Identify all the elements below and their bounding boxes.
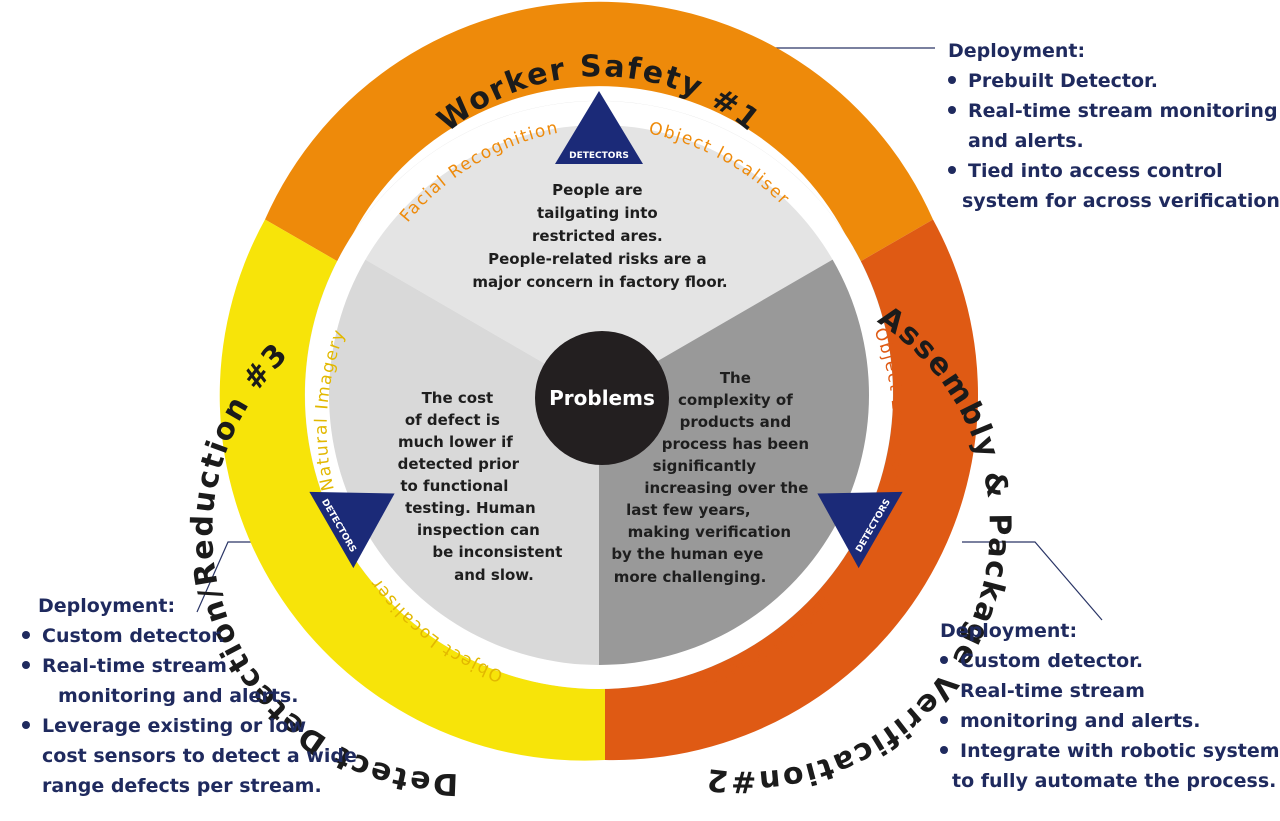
deployment-item: Integrate with robotic system	[940, 736, 1280, 766]
deployment-item: to fully automate the process.	[952, 770, 1277, 792]
detector-label: DETECTORS	[569, 151, 629, 161]
deployment-item: cost sensors to detect a wide	[42, 745, 357, 767]
deployment-item: and alerts.	[968, 130, 1084, 152]
deployment-item: Prebuilt Detector.	[948, 66, 1280, 96]
deployment-item: Leverage existing or low	[22, 711, 357, 741]
problem-text-defect: The cost of defect is much lower if dete…	[398, 389, 568, 584]
leader-line-assembly	[962, 541, 1103, 621]
deployment-item: monitoring and alerts.	[940, 706, 1280, 736]
deployment-assembly: Deployment: Custom detector. Real-time s…	[940, 616, 1280, 796]
deployment-item: system for across verification.	[962, 190, 1280, 212]
deployment-item: Custom detector.	[22, 621, 357, 651]
bullet-icon	[940, 715, 948, 724]
segment-assembly	[605, 219, 979, 761]
problem-text-worker-safety: People are tailgating into restricted ar…	[472, 181, 727, 291]
bullet-icon	[22, 660, 30, 669]
deployment-list: Prebuilt Detector. Real-time stream moni…	[948, 66, 1280, 216]
bullet-icon	[22, 630, 30, 639]
deployment-item: Real-time stream monitoring	[948, 96, 1280, 126]
deployment-list: Custom detector. Real-time stream monito…	[940, 646, 1280, 796]
bullet-icon	[22, 720, 30, 729]
deployment-title: Deployment:	[948, 40, 1086, 62]
segment-worker-safety	[265, 1, 933, 263]
detector-badge-worker-safety: DETECTORS	[555, 91, 643, 164]
bullet-icon	[948, 105, 956, 114]
detector-triangle-icon	[555, 91, 643, 164]
deployment-list: Custom detector. Real-time stream monito…	[22, 621, 357, 801]
problem-text-assembly: The complexity of products and process h…	[611, 369, 814, 586]
center-title: Problems	[549, 386, 655, 410]
bullet-icon	[948, 75, 956, 84]
detector-triangle-icon	[817, 491, 903, 569]
deployment-item: Custom detector.	[940, 646, 1280, 676]
bullet-icon	[940, 745, 948, 754]
deployment-worker-safety: Deployment: Prebuilt Detector. Real-time…	[948, 36, 1280, 216]
center-circle	[535, 331, 669, 465]
deployment-item: Real-time stream	[960, 680, 1145, 702]
deployment-defect: Deployment: Custom detector. Real-time s…	[22, 591, 357, 801]
deployment-item: range defects per stream.	[42, 775, 322, 797]
segment-defect	[219, 219, 605, 761]
deployment-title: Deployment:	[940, 620, 1078, 642]
deployment-item: Tied into access control	[948, 156, 1280, 186]
deployment-title: Deployment:	[38, 595, 176, 617]
detector-triangle-icon	[309, 491, 395, 569]
deployment-item: monitoring and alerts.	[58, 685, 299, 707]
sector-worker-safety-problem	[344, 100, 854, 395]
bullet-icon	[940, 655, 948, 664]
bullet-icon	[948, 165, 956, 174]
deployment-item: Real-time stream	[22, 651, 357, 681]
